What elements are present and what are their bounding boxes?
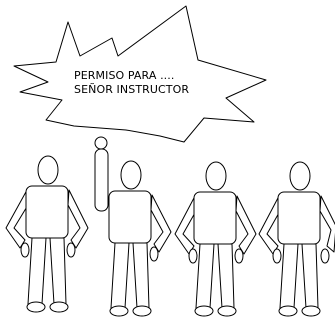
speech-text-line-2: SEÑOR INSTRUCTOR bbox=[74, 83, 190, 96]
figure-4 bbox=[258, 161, 335, 317]
left-hand bbox=[20, 242, 30, 258]
right-foot bbox=[49, 301, 69, 313]
figure-1 bbox=[5, 155, 89, 313]
right-hand bbox=[149, 246, 159, 262]
left-leg bbox=[110, 242, 130, 309]
torso bbox=[277, 191, 321, 245]
right-foot bbox=[217, 305, 237, 317]
right-hand bbox=[320, 248, 330, 264]
left-foot bbox=[26, 301, 46, 313]
torso bbox=[108, 190, 152, 244]
right-foot bbox=[132, 305, 152, 317]
left-hand bbox=[188, 248, 198, 264]
left-leg bbox=[27, 237, 47, 305]
left-foot bbox=[109, 305, 129, 317]
right-hand bbox=[234, 248, 244, 264]
head bbox=[120, 160, 142, 190]
raised-hand bbox=[94, 136, 108, 150]
right-arm bbox=[235, 195, 257, 255]
right-arm bbox=[150, 194, 172, 253]
torso bbox=[25, 185, 69, 239]
right-leg bbox=[132, 242, 150, 309]
left-arm bbox=[5, 189, 29, 249]
left-arm bbox=[174, 195, 197, 255]
raised-arm bbox=[94, 148, 109, 212]
left-leg bbox=[279, 243, 299, 309]
right-arm bbox=[67, 189, 89, 249]
right-foot bbox=[301, 305, 321, 317]
speech-text-line-1: PERMISO PARA .... bbox=[74, 69, 175, 82]
left-leg bbox=[195, 243, 215, 309]
figure-2 bbox=[94, 136, 172, 317]
head bbox=[37, 155, 59, 185]
head bbox=[289, 161, 311, 191]
left-arm bbox=[258, 195, 281, 255]
head bbox=[205, 161, 227, 191]
left-foot bbox=[278, 305, 298, 317]
right-leg bbox=[301, 243, 319, 309]
left-hand bbox=[272, 248, 282, 264]
torso bbox=[193, 191, 237, 245]
right-leg bbox=[49, 237, 67, 305]
figure-3 bbox=[174, 161, 257, 317]
right-arm bbox=[319, 195, 335, 253]
right-leg bbox=[217, 243, 235, 309]
right-hand bbox=[66, 242, 76, 258]
speech-bubble bbox=[13, 5, 267, 143]
left-foot bbox=[194, 305, 214, 317]
